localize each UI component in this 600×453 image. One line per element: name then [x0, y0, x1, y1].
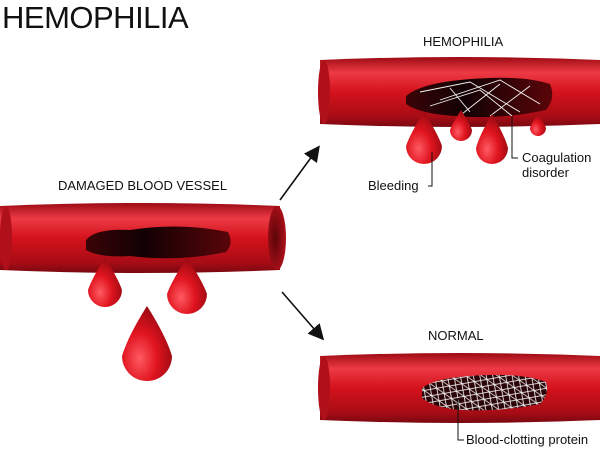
vessel-wound — [86, 226, 231, 259]
blood-clot-mesh — [422, 374, 548, 411]
normal-blood-vessel — [318, 353, 600, 423]
coagulation-callout-line2: disorder — [522, 165, 570, 180]
arrow-to-normal — [281, 291, 325, 341]
callout-lines-hemophilia — [428, 116, 518, 187]
blood-clotting-protein-callout: Blood-clotting protein — [466, 432, 588, 447]
blood-drop — [406, 112, 442, 164]
page-title: HEMOPHILIA — [2, 0, 189, 35]
blood-drop — [88, 258, 122, 307]
arrow-to-hemophilia — [279, 145, 320, 201]
blood-drops-hemophilia — [406, 110, 546, 164]
coagulation-callout-line1: Coagulation — [522, 150, 591, 165]
blood-drop — [167, 258, 207, 314]
blood-drop — [121, 306, 172, 382]
callout-line-protein — [457, 398, 464, 441]
hemophilia-label: HEMOPHILIA — [423, 34, 504, 49]
blood-drop — [450, 110, 472, 141]
sparse-fibrin-strands — [419, 79, 541, 117]
bleeding-callout: Bleeding — [368, 178, 419, 193]
hemophilia-blood-vessel — [318, 57, 600, 127]
damaged-blood-vessel — [0, 203, 286, 273]
damaged-vessel-label: DAMAGED BLOOD VESSEL — [58, 178, 227, 193]
blood-drop — [530, 114, 546, 136]
blood-drops-damaged — [88, 258, 207, 382]
normal-label: NORMAL — [428, 328, 484, 343]
blood-drop — [476, 114, 508, 164]
